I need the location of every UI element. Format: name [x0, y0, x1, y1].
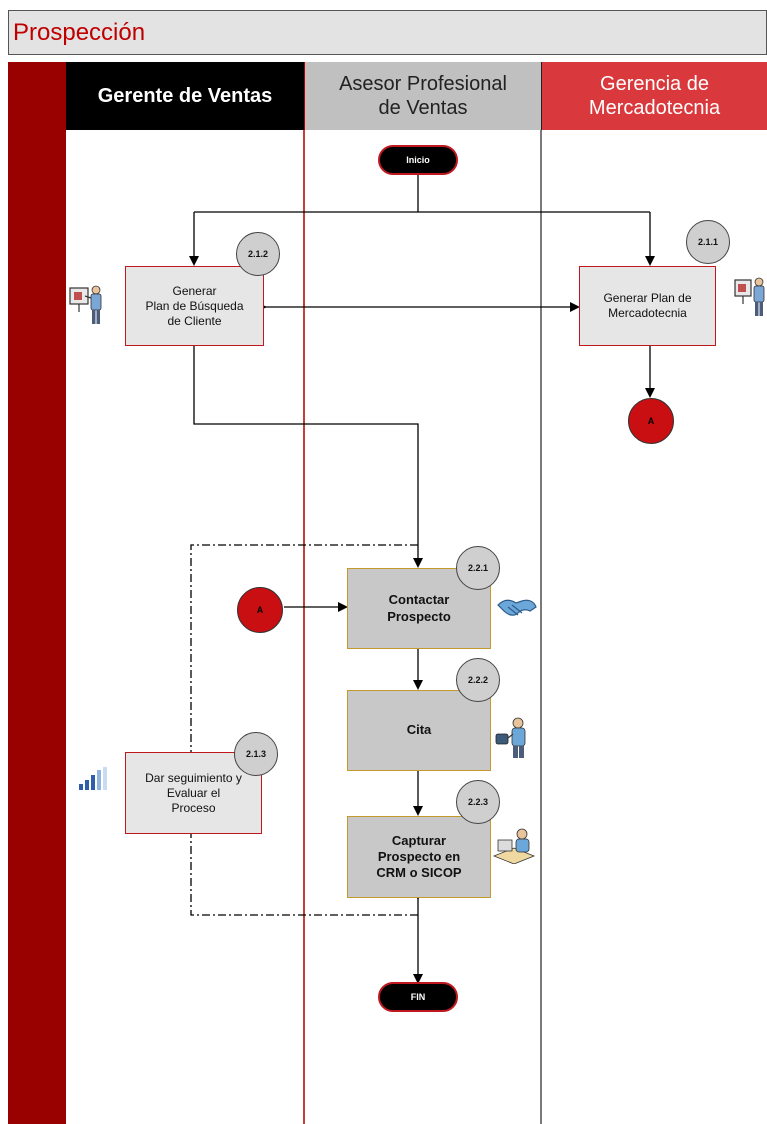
badge-2-1-2: 2.1.2	[236, 232, 280, 276]
connector-a-mercadotecnia: A	[628, 398, 674, 444]
flow-212-to-221	[194, 346, 418, 566]
process-2-2-2-label: Cita	[407, 722, 432, 738]
process-2-1-1: Generar Plan de Mercadotecnia	[579, 266, 716, 346]
connector-a-label: A	[257, 605, 264, 615]
terminal-start: Inicio	[378, 145, 458, 175]
process-2-1-3-label: Dar seguimiento y Evaluar el Proceso	[145, 771, 242, 816]
badge-2-2-2: 2.2.2	[456, 658, 500, 702]
presenter-icon	[68, 282, 108, 328]
badge-2-2-3-label: 2.2.3	[468, 797, 488, 807]
badge-2-2-1-label: 2.2.1	[468, 563, 488, 573]
process-2-1-2: Generar Plan de Búsqueda de Cliente	[125, 266, 264, 346]
computer-user-icon	[492, 826, 536, 864]
terminal-start-label: Inicio	[406, 155, 430, 165]
handshake-icon	[496, 595, 538, 621]
badge-2-1-3-label: 2.1.3	[246, 749, 266, 759]
process-2-2-2: Cita	[347, 690, 491, 771]
badge-2-1-2-label: 2.1.2	[248, 249, 268, 259]
presenter-icon	[733, 274, 767, 320]
process-2-2-3: Capturar Prospecto en CRM o SICOP	[347, 816, 491, 898]
meeting-person-icon	[494, 716, 534, 760]
signal-bars-icon	[78, 766, 112, 792]
process-2-1-2-label: Generar Plan de Búsqueda de Cliente	[145, 284, 243, 329]
process-2-2-3-label: Capturar Prospecto en CRM o SICOP	[376, 833, 461, 882]
terminal-end-label: FIN	[411, 992, 426, 1002]
process-2-1-1-label: Generar Plan de Mercadotecnia	[603, 291, 691, 321]
process-2-2-1-label: Contactar Prospecto	[387, 592, 451, 625]
badge-2-1-3: 2.1.3	[234, 732, 278, 776]
badge-2-1-1: 2.1.1	[686, 220, 730, 264]
badge-2-2-1: 2.2.1	[456, 546, 500, 590]
badge-2-2-2-label: 2.2.2	[468, 675, 488, 685]
connector-a-label: A	[648, 416, 655, 426]
terminal-end: FIN	[378, 982, 458, 1012]
badge-2-2-3: 2.2.3	[456, 780, 500, 824]
badge-2-1-1-label: 2.1.1	[698, 237, 718, 247]
connector-a-contactar: A	[237, 587, 283, 633]
